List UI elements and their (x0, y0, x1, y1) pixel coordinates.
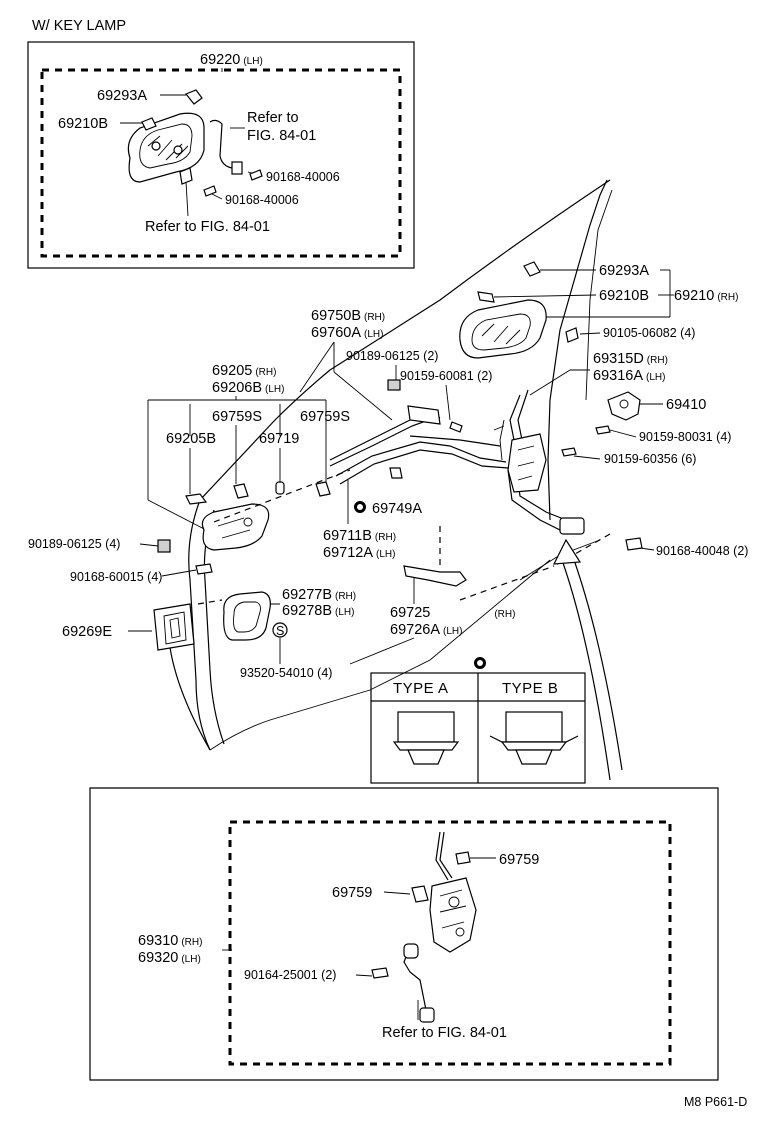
label-69315D: 69315D(RH) (593, 351, 668, 367)
label-refer-to-inset: Refer to (247, 110, 299, 126)
key-lamp-frame (27, 41, 415, 269)
striker-drawing (607, 391, 641, 421)
label-69712A: 69712A(LH) (323, 545, 395, 561)
label-90168-40048: 90168-40048 (2) (656, 544, 748, 558)
label-90189-06125-a: 90189-06125 (2) (346, 349, 438, 363)
label-69759S-b: 69759S (300, 409, 350, 425)
label-90159-60356: 90159-60356 (6) (604, 452, 696, 466)
door-lock-assembly-outline (228, 820, 672, 1066)
label-90164-25001: 90164-25001 (2) (244, 968, 336, 982)
label-69759-b: 69759 (332, 885, 372, 901)
label-fig-84-01-inset: FIG. 84-01 (247, 128, 316, 144)
key-lamp-heading: W/ KEY LAMP (32, 18, 126, 34)
lock-rod-clip-drawing (403, 565, 467, 587)
label-69316A: 69316A(LH) (593, 368, 665, 384)
inside-handle-drawing (185, 481, 331, 551)
label-69725: 69725(RH) (390, 605, 515, 621)
label-69205B: 69205B (166, 431, 216, 447)
label-69293A: 69293A (599, 263, 649, 279)
page-reference-code: M8 P661-D (684, 1095, 747, 1109)
clip-type-box: TYPE A TYPE B (370, 672, 586, 784)
label-69410: 69410 (666, 397, 706, 413)
label-69205: 69205(RH) (212, 363, 276, 379)
label-69278B: 69278B(LH) (282, 603, 354, 619)
label-69206B: 69206B(LH) (212, 380, 284, 396)
label-90159-60081: 90159-60081 (2) (400, 369, 492, 383)
label-69210: 69210(RH) (674, 288, 738, 304)
label-69210B-inset: 69210B (58, 116, 108, 132)
label-69310: 69310(RH) (138, 933, 202, 949)
key-lamp-assembly-outline (40, 68, 402, 258)
door-panel-outline (167, 179, 613, 751)
escutcheon-plate-drawing (153, 603, 195, 651)
label-69760A: 69760A(LH) (311, 325, 383, 341)
label-69719: 69719 (259, 431, 299, 447)
label-refer-to-fig-lock: Refer to FIG. 84-01 (382, 1025, 507, 1041)
handle-bezel-drawing (223, 591, 271, 641)
label-90105-06082: 90105-06082 (4) (603, 326, 695, 340)
label-69759S-a: 69759S (212, 409, 262, 425)
label-90159-80031: 90159-80031 (4) (639, 430, 731, 444)
door-lock-inset: 69759 69759 69310(RH) 69320(LH) 90164-25… (89, 787, 719, 1081)
s-circle-symbol (272, 622, 288, 638)
label-69750B: 69750B(RH) (311, 308, 385, 324)
s-symbol-letter: S (276, 624, 284, 638)
label-90168-60015: 90168-60015 (4) (70, 570, 162, 584)
label-69726A: 69726A(LH) (390, 622, 462, 638)
type-b-clip-drawing (489, 711, 579, 765)
label-90189-06125-b: 90189-06125 (4) (28, 537, 120, 551)
label-69711B: 69711B(RH) (323, 528, 396, 544)
control-rods-drawing (329, 405, 509, 485)
label-69269E: 69269E (62, 624, 112, 640)
inside-handle-with-lamp-drawing (127, 89, 263, 197)
key-lamp-inset: W/ KEY LAMP 69220(LH) 69293A 69210B Refe… (27, 18, 415, 269)
label-type-b: TYPE B (502, 680, 558, 697)
label-69749A: 69749A (372, 501, 422, 517)
label-69220: 69220(LH) (200, 52, 263, 68)
label-90168-40006-b: 90168-40006 (225, 193, 299, 207)
label-90168-40006-a: 90168-40006 (266, 170, 340, 184)
label-69320: 69320(LH) (138, 950, 201, 966)
type-a-clip-drawing (392, 711, 460, 765)
main-assembly: 69293A 69210B 69210(RH) 90105-06082 (4) … (28, 261, 748, 781)
label-69277B: 69277B(RH) (282, 587, 356, 603)
label-type-a: TYPE A (393, 680, 449, 697)
door-lock-mechanism-drawing (493, 389, 585, 535)
outside-handle-drawing (459, 261, 579, 359)
label-69293A-inset: 69293A (97, 88, 147, 104)
label-69210B: 69210B (599, 288, 649, 304)
label-93520-54010: 93520-54010 (4) (240, 666, 332, 680)
label-69759-a: 69759 (499, 852, 539, 868)
label-refer-to-fig-inset: Refer to FIG. 84-01 (145, 219, 270, 235)
door-lock-drawing (403, 831, 477, 1023)
